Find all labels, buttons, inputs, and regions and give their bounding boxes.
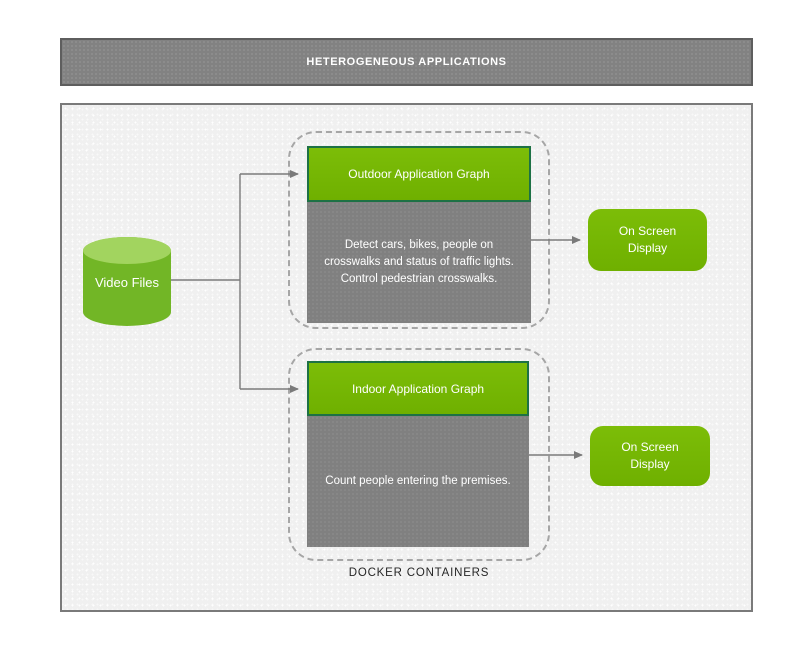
- docker-container-indoor: Indoor Application Graph Count people en…: [288, 348, 550, 561]
- indoor-description-text: Count people entering the premises.: [325, 475, 511, 488]
- on-screen-display-node-1: On Screen Display: [588, 209, 707, 271]
- video-files-label: Video Files: [94, 275, 160, 290]
- banner-title: HETEROGENEOUS APPLICATIONS: [306, 56, 507, 68]
- indoor-application-graph-description: Count people entering the premises.: [307, 416, 529, 547]
- outdoor-application-graph-title: Outdoor Application Graph: [348, 167, 490, 181]
- video-files-database: Video Files: [83, 237, 171, 326]
- docker-container-outdoor: Outdoor Application Graph Detect cars, b…: [288, 131, 550, 329]
- docker-containers-caption: DOCKER CONTAINERS: [348, 567, 490, 579]
- on-screen-display-node-2: On Screen Display: [590, 426, 710, 486]
- indoor-application-graph-node: Indoor Application Graph: [307, 361, 529, 416]
- indoor-application-graph-title: Indoor Application Graph: [351, 381, 485, 396]
- outdoor-application-graph-node: Outdoor Application Graph: [307, 146, 531, 202]
- on-screen-display-label-2: On Screen Display: [621, 440, 679, 471]
- on-screen-display-label-1: On Screen Display: [618, 224, 677, 255]
- outdoor-description-text: Detect cars, bikes, people on crosswalks…: [324, 239, 514, 285]
- cylinder-top-icon: [83, 237, 171, 264]
- outdoor-application-graph-description: Detect cars, bikes, people on crosswalks…: [307, 202, 531, 323]
- heterogeneous-applications-banner: HETEROGENEOUS APPLICATIONS: [60, 38, 753, 86]
